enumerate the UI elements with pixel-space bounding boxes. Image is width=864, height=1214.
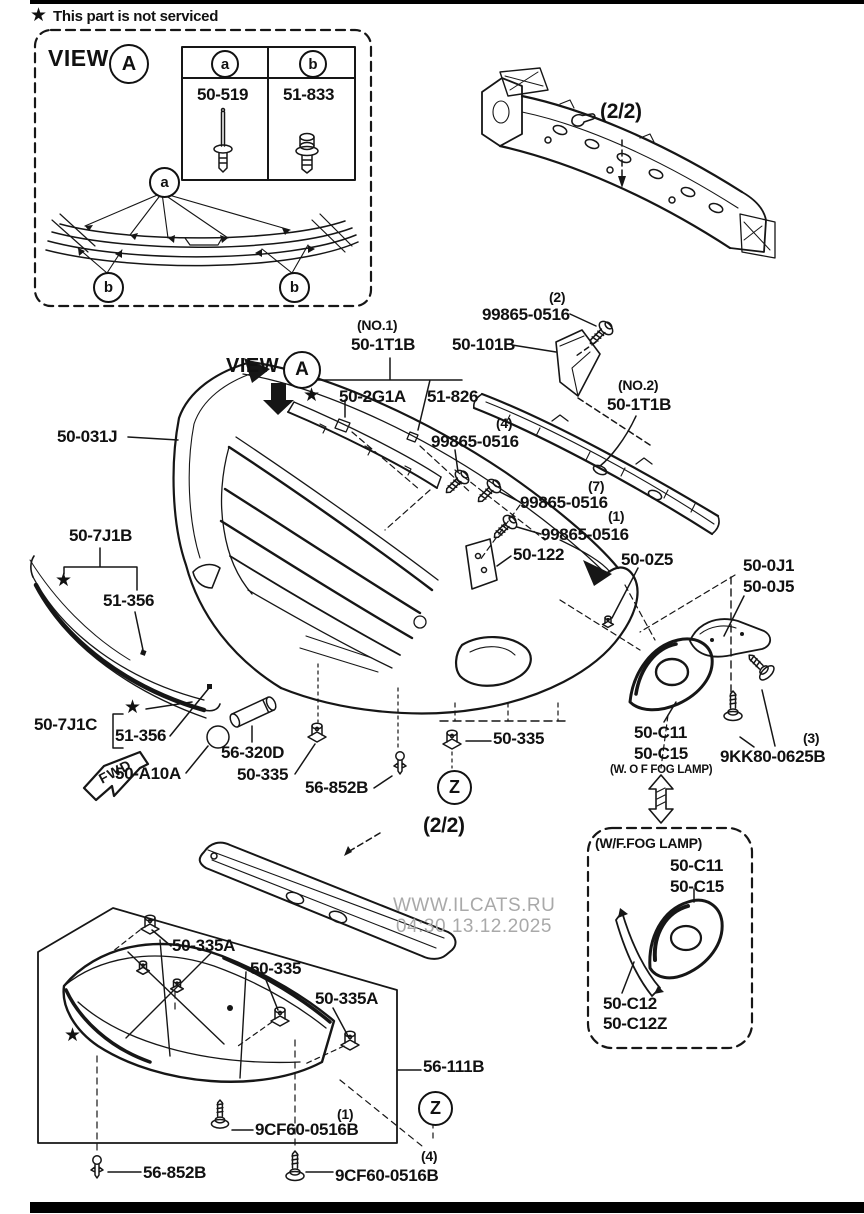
part-label-50-a10a[interactable]: 50-A10A <box>115 764 181 783</box>
part-label-50-335-b[interactable]: 50-335 <box>493 729 545 748</box>
bracket-50-122-illustration <box>466 539 511 589</box>
part-label-9kk80-0625b[interactable]: 9KK80-0625B <box>720 747 826 766</box>
zone-z-badge-bottom: Z <box>418 1091 453 1126</box>
hatched-arrow-icon <box>649 775 673 823</box>
part-label-50-335-c[interactable]: 50-335 <box>250 959 302 978</box>
callout-a-badge: a <box>149 167 180 198</box>
cap-50-a10a-icon <box>207 726 229 748</box>
part-label-56-852b-a[interactable]: 56-852B <box>305 778 369 797</box>
part-label-99865-0516-d[interactable]: 99865-0516 <box>541 525 629 544</box>
part-label-50-c12[interactable]: 50-C12 <box>603 994 657 1013</box>
part-label-50-0j1[interactable]: 50-0J1 <box>743 556 795 575</box>
bumper-reinforcement-illustration <box>482 68 775 258</box>
not-serviced-star: ★ <box>30 5 47 26</box>
part-label-51-356-a[interactable]: 51-356 <box>103 591 155 610</box>
star-50-7j1c: ★ <box>124 697 141 718</box>
part-label-56-111b[interactable]: 56-111B <box>423 1057 485 1076</box>
note-w-fog-lamp: (W/F.FOG LAMP) <box>595 835 703 851</box>
projection-lines <box>318 400 735 768</box>
qty-4: (4) <box>496 415 513 431</box>
part-label-50-c15-b[interactable]: 50-C15 <box>670 877 724 896</box>
view-a-arrow-icon <box>263 383 294 415</box>
part-label-50-122[interactable]: 50-122 <box>513 545 565 564</box>
view-a-inset-box <box>35 30 371 306</box>
callout-b-badge-right: b <box>279 272 310 303</box>
front-bumper-illustration <box>174 358 638 713</box>
part-label-99865-0516-b[interactable]: 99865-0516 <box>431 432 519 451</box>
zone-z-badge-mid: Z <box>437 770 472 805</box>
page-link-2of2-top[interactable]: (2/2) <box>600 100 642 123</box>
part-label-50-0j5[interactable]: 50-0J5 <box>743 577 795 596</box>
part-label-50-7j1b[interactable]: 50-7J1B <box>69 526 133 545</box>
note-no2: (NO.2) <box>618 377 659 393</box>
qty-1b: (1) <box>337 1106 354 1122</box>
rivet-b-icon <box>296 134 318 174</box>
star-under-cover: ★ <box>64 1025 81 1046</box>
watermark-date: 04:30 13.12.2025 <box>396 916 552 937</box>
leader-lines <box>64 314 775 856</box>
star-50-2g1a: ★ <box>303 385 320 406</box>
part-label-51-826[interactable]: 51-826 <box>427 387 479 406</box>
view-a-letter-badge: A <box>109 44 149 84</box>
part-label-50-335a-b[interactable]: 50-335A <box>315 989 379 1008</box>
view-a-title: VIEW <box>48 45 109 71</box>
qty-7: (7) <box>588 478 605 494</box>
part-label-9cf60-0516b-a[interactable]: 9CF60-0516B <box>255 1120 359 1139</box>
part-label-50-031j[interactable]: 50-031J <box>57 427 118 446</box>
under-cover-box <box>38 908 433 1150</box>
mid-view-title: VIEW <box>226 355 280 377</box>
part-label-50-c11-a[interactable]: 50-C11 <box>634 723 688 742</box>
fastener-icons-mid <box>207 317 617 775</box>
part-label-50-335-a[interactable]: 50-335 <box>237 765 289 784</box>
qty-4b: (4) <box>421 1148 438 1164</box>
callout-b-badge-left: b <box>93 272 124 303</box>
star-50-7j1b: ★ <box>55 570 72 591</box>
part-label-9cf60-0516b-b[interactable]: 9CF60-0516B <box>335 1166 439 1185</box>
bracket-50-0j1-illustration <box>690 619 778 722</box>
part-label-50-0z5[interactable]: 50-0Z5 <box>621 550 674 569</box>
part-label-50-101b[interactable]: 50-101B <box>452 335 516 354</box>
table-col-a-badge: a <box>211 50 239 78</box>
hand-cursor-icon <box>572 114 595 126</box>
not-serviced-note: This part is not serviced <box>53 8 219 25</box>
fastener-icons-bottom <box>90 1150 333 1182</box>
fog-lamp-option-box <box>588 828 752 1048</box>
page-link-2of2-mid[interactable]: (2/2) <box>423 814 465 837</box>
watermark-site: WWW.ILCATS.RU <box>393 895 556 916</box>
upper-reinforcement-no2-illustration <box>474 394 719 534</box>
note-no1: (NO.1) <box>357 317 398 333</box>
bracket-50-101b-illustration <box>556 330 650 445</box>
mid-view-letter-badge: A <box>283 351 321 389</box>
grille-trim-no1-illustration <box>288 402 441 488</box>
part-label-56-852b-b[interactable]: 56-852B <box>143 1163 207 1182</box>
note-wo-fog-lamp: (W. O F FOG LAMP) <box>610 764 713 776</box>
fog-bezel-50-c11-illustration <box>630 639 712 710</box>
qty-3: (3) <box>803 730 820 746</box>
part-label-51-833[interactable]: 51-833 <box>283 85 335 104</box>
part-label-99865-0516-a[interactable]: 99865-0516 <box>482 305 570 324</box>
top-border-bar <box>30 0 864 4</box>
part-label-56-320d[interactable]: 56-320D <box>221 743 285 762</box>
side-trim-illustration <box>30 556 220 718</box>
qty-1: (1) <box>608 508 625 524</box>
bottom-border-bar <box>30 1202 864 1213</box>
part-label-50-1t1b-no1[interactable]: 50-1T1B <box>351 335 416 354</box>
part-label-99865-0516-c[interactable]: 99865-0516 <box>520 493 608 512</box>
rivet-a-icon <box>214 109 232 173</box>
table-col-b-badge: b <box>299 50 327 78</box>
part-label-50-519[interactable]: 50-519 <box>197 85 249 104</box>
pin-56-320d-icon <box>228 696 277 729</box>
part-label-50-1t1b-no2[interactable]: 50-1T1B <box>607 395 672 414</box>
part-label-50-2g1a[interactable]: 50-2G1A <box>339 387 406 406</box>
part-label-50-335a-a[interactable]: 50-335A <box>172 936 236 955</box>
part-label-50-c11-b[interactable]: 50-C11 <box>670 856 724 875</box>
part-label-50-7j1c[interactable]: 50-7J1C <box>34 715 98 734</box>
part-label-50-c15-a[interactable]: 50-C15 <box>634 744 688 763</box>
part-label-50-c12z[interactable]: 50-C12Z <box>603 1014 668 1033</box>
part-label-51-356-b[interactable]: 51-356 <box>115 726 167 745</box>
qty-2: (2) <box>549 289 566 305</box>
under-strip-illustration <box>200 843 456 959</box>
